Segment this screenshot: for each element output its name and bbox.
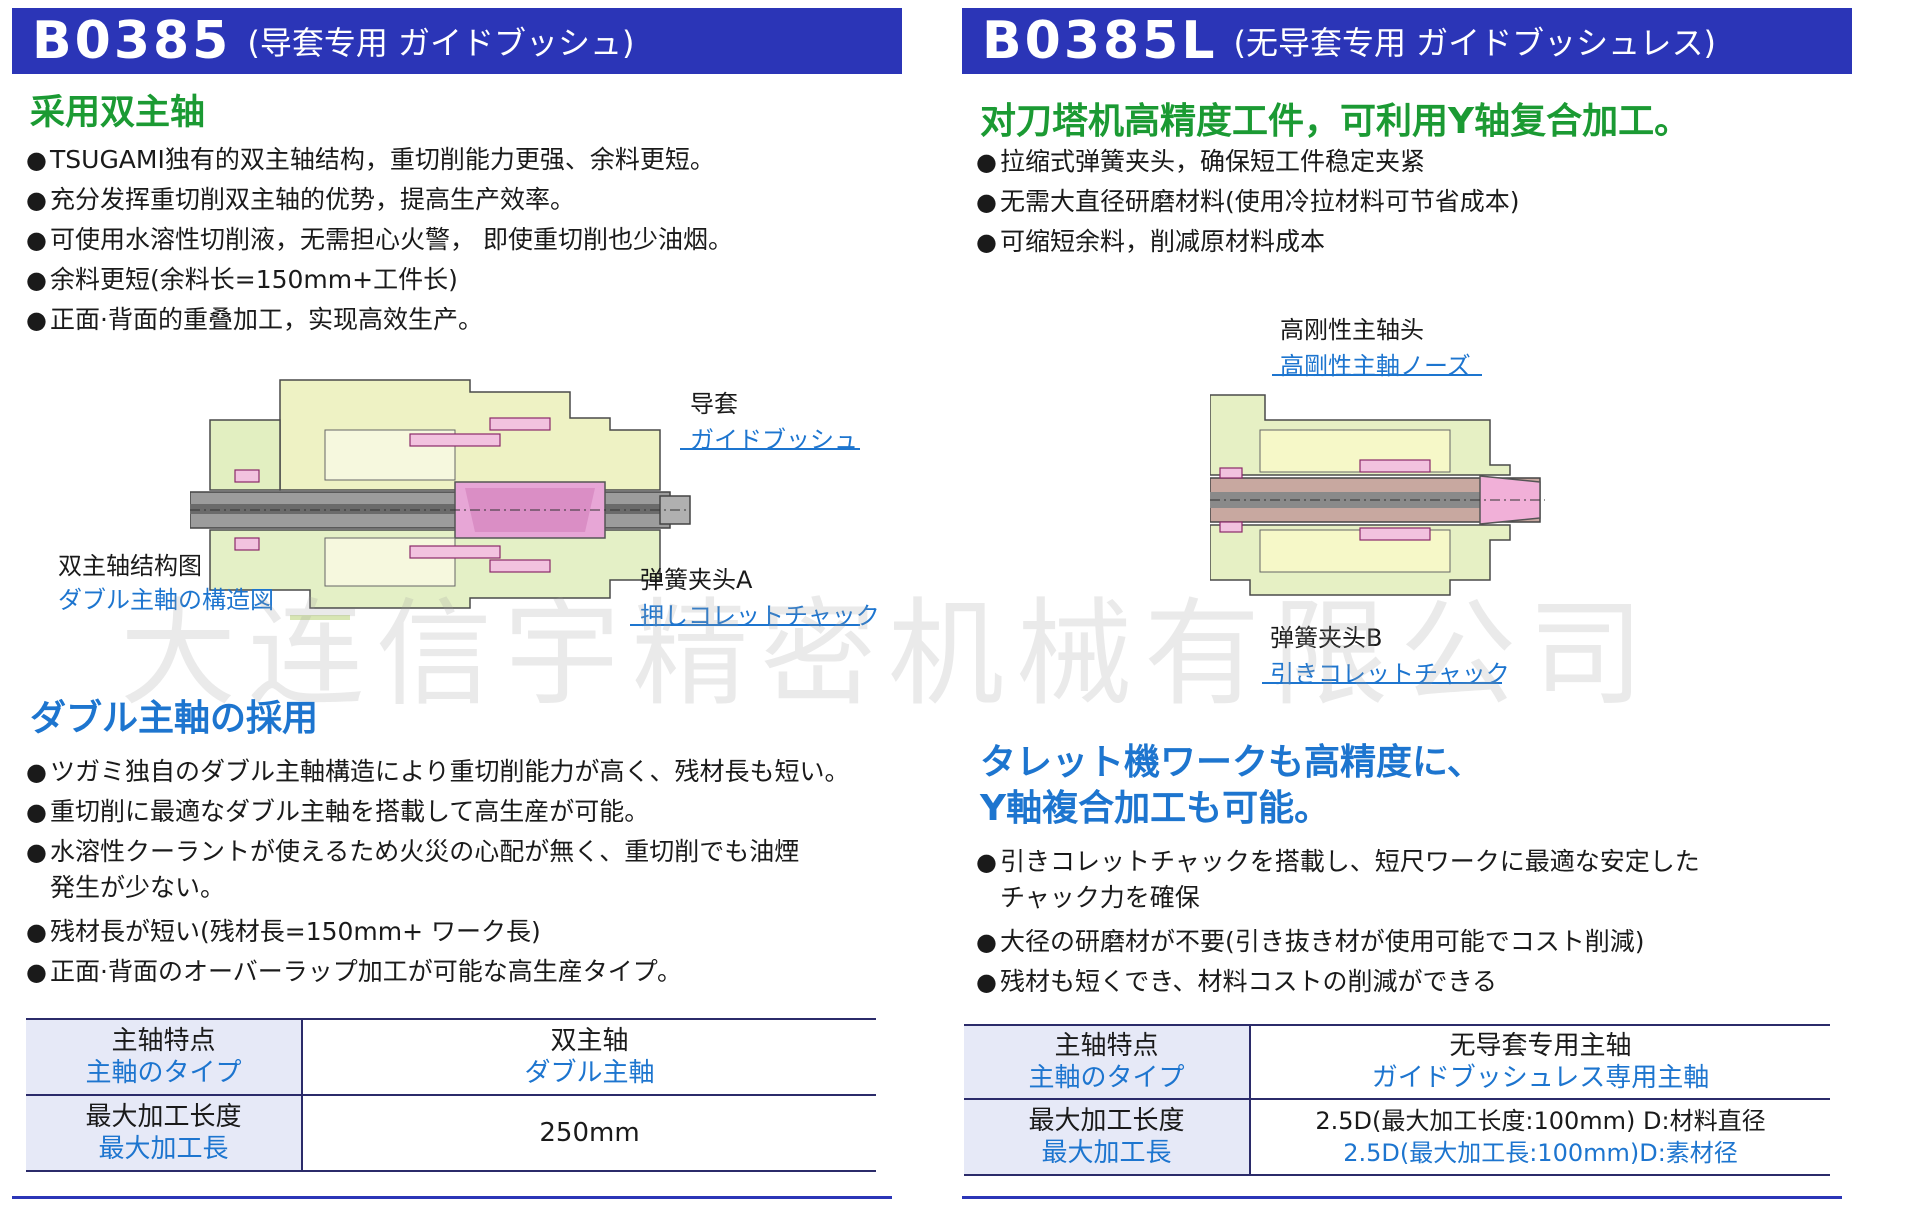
guide-bushless-spindle-diagram xyxy=(1210,394,1545,596)
label-collet-a-cn: 弹簧夹头A xyxy=(640,566,753,594)
left-model-name: B0385 xyxy=(32,11,232,71)
table-row: 主轴特点 主軸のタイプ 无导套专用主轴 ガイドブッシュレス専用主軸 xyxy=(964,1024,1830,1100)
left-column: B0385 (导套专用 ガイドブッシュ) 采用双主轴 ●TSUGAMI独有的双主… xyxy=(0,0,902,1215)
table-row: 主轴特点 主軸のタイプ 双主轴 ダブル主軸 xyxy=(26,1018,876,1096)
leader-line xyxy=(1272,374,1482,376)
bottom-rule xyxy=(12,1196,892,1199)
label-guide-bush-cn: 导套 xyxy=(690,390,738,418)
left-bullets-jp: ●ツガミ独自のダブル主軸構造により重切削能力が高く、残材長も短い。 ●重切削に最… xyxy=(26,752,850,992)
left-header: B0385 (导套专用 ガイドブッシュ) xyxy=(12,8,902,74)
left-bullets-cn: ●TSUGAMI独有的双主轴结构，重切削能力更强、余料更短。 ●充分发挥重切削双… xyxy=(26,140,733,340)
list-item: ●残材長が短い(残材長=150mm+ ワーク長) xyxy=(26,917,541,946)
table-cell: 2.5D(最大加工长度:100mm) D:材料直径 2.5D(最大加工長:100… xyxy=(1250,1098,1830,1176)
list-item: ●正面·背面のオーバーラップ加工が可能な高生産タイプ。 xyxy=(26,957,682,986)
list-item: ●拉缩式弹簧夹头，确保短工件稳定夹紧 xyxy=(976,147,1426,176)
table-cell: 250mm xyxy=(302,1094,876,1172)
list-item: ●余料更短(余料长=150mm+工件长) xyxy=(26,265,458,294)
label-structure-cn: 双主轴结构图 xyxy=(58,552,202,580)
table-cell: 最大加工长度 最大加工長 xyxy=(26,1094,303,1172)
right-bullets-cn: ●拉缩式弹簧夹头，确保短工件稳定夹紧 ●无需大直径研磨材料(使用冷拉材料可节省成… xyxy=(976,142,1520,262)
list-item: ●ツガミ独自のダブル主軸構造により重切削能力が高く、残材長も短い。 xyxy=(26,757,850,786)
right-column: B0385L (无导套专用 ガイドブッシュレス) 对刀塔机高精度工件，可利用Y轴… xyxy=(950,0,1852,1215)
right-heading-jp: タレット機ワークも高精度に、 Y軸複合加工も可能。 xyxy=(980,742,1483,829)
table-row: 最大加工长度 最大加工長 250mm xyxy=(26,1094,876,1172)
leader-line xyxy=(680,448,860,450)
table-cell: 无导套专用主轴 ガイドブッシュレス専用主軸 xyxy=(1250,1024,1830,1100)
list-item: ●重切削に最適なダブル主軸を搭載して高生産が可能。 xyxy=(26,797,650,826)
list-item: ●充分发挥重切削双主轴的优势，提高生产效率。 xyxy=(26,185,576,214)
right-bullets-jp: ●引きコレットチャックを搭載し、短尺ワークに最適な安定したチャック力を確保 ●大… xyxy=(976,842,1700,1002)
leader-line xyxy=(630,624,860,626)
left-heading-cn: 采用双主轴 xyxy=(30,93,206,133)
left-heading-jp: ダブル主軸の採用 xyxy=(30,698,319,739)
list-item: ●大径の研磨材が不要(引き抜き材が使用可能でコスト削減) xyxy=(976,927,1645,956)
label-collet-b-cn: 弹簧夹头B xyxy=(1270,624,1383,652)
list-item: ●TSUGAMI独有的双主轴结构，重切削能力更强、余料更短。 xyxy=(26,145,715,174)
list-item: ●水溶性クーラントが使えるため火災の心配が無く、重切削でも油煙発生が少ない。 xyxy=(26,837,800,902)
table-cell: 双主轴 ダブル主軸 xyxy=(302,1018,876,1096)
leader-line xyxy=(1262,682,1502,684)
list-item: ●可缩短余料，削减原材料成本 xyxy=(976,227,1326,256)
left-model-subtitle: (导套专用 ガイドブッシュ) xyxy=(247,24,635,62)
right-spec-table: 主轴特点 主軸のタイプ 无导套专用主轴 ガイドブッシュレス専用主軸 最大加工长度… xyxy=(964,1024,1830,1176)
right-header: B0385L (无导套专用 ガイドブッシュレス) xyxy=(962,8,1852,74)
right-model-subtitle: (无导套专用 ガイドブッシュレス) xyxy=(1233,24,1717,62)
table-cell: 最大加工长度 最大加工長 xyxy=(964,1098,1251,1176)
right-model-name: B0385L xyxy=(982,11,1218,71)
table-cell: 主轴特点 主軸のタイプ xyxy=(964,1024,1251,1100)
list-item: ●残材も短くでき、材料コストの削減ができる xyxy=(976,967,1498,996)
table-row: 最大加工长度 最大加工長 2.5D(最大加工长度:100mm) D:材料直径 2… xyxy=(964,1098,1830,1176)
double-spindle-diagram xyxy=(190,379,691,620)
list-item: ●可使用水溶性切削液，无需担心火警， 即使重切削也少油烟。 xyxy=(26,225,733,254)
left-spec-table: 主轴特点 主軸のタイプ 双主轴 ダブル主軸 最大加工长度 最大加工長 250mm xyxy=(26,1018,876,1172)
right-heading-cn: 对刀塔机高精度工件，可利用Y轴复合加工。 xyxy=(980,101,1691,142)
label-nose-cn: 高刚性主轴头 xyxy=(1280,316,1424,344)
list-item: ●无需大直径研磨材料(使用冷拉材料可节省成本) xyxy=(976,187,1520,216)
label-structure-jp: ダブル主軸の構造図 xyxy=(58,586,274,614)
bottom-rule xyxy=(962,1196,1842,1199)
list-item: ●正面·背面的重叠加工，实现高效生产。 xyxy=(26,305,483,334)
table-cell: 主轴特点 主軸のタイプ xyxy=(26,1018,303,1096)
list-item: ●引きコレットチャックを搭載し、短尺ワークに最適な安定したチャック力を確保 xyxy=(976,847,1700,912)
